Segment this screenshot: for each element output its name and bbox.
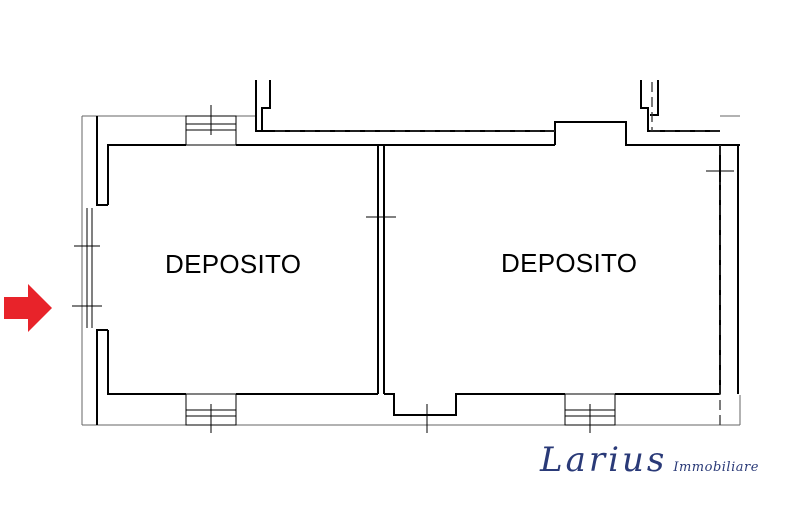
logo-sub-text: Immobiliare [673, 460, 759, 475]
room-label-deposito-right: DEPOSITO [501, 248, 638, 278]
windows [72, 105, 734, 433]
dashed-boundary [275, 82, 721, 425]
room-label-deposito-left: DEPOSITO [165, 249, 302, 279]
logo-main-text: Larius [540, 440, 668, 480]
entrance-arrow-icon [4, 284, 52, 332]
